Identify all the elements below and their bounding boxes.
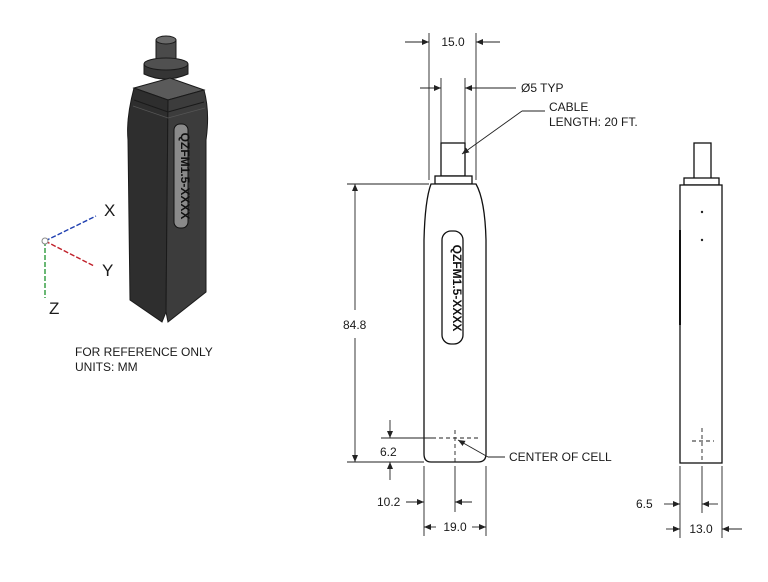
axis-triad: X Y Z — [41, 201, 115, 318]
side-dim-cell-offset: 6.5 — [636, 497, 653, 511]
x-axis-label: X — [104, 201, 115, 220]
side-mark-2 — [700, 238, 704, 242]
side-view: 6.5 13.0 — [636, 142, 742, 538]
x-axis-line — [44, 215, 97, 242]
dim-height: 84.8 — [343, 318, 367, 332]
isometric-view: QZFM1.5-XXXX — [127, 35, 209, 323]
cable-note-line2: LENGTH: 20 FT. — [549, 115, 638, 129]
dim-cable-dia: Ø5 TYP — [521, 81, 563, 95]
dim-bottom-width: 19.0 — [443, 520, 467, 534]
side-collar — [683, 177, 720, 186]
y-axis-label: Y — [102, 261, 113, 280]
front-collar — [434, 175, 473, 185]
side-dim-width: 13.0 — [689, 522, 713, 536]
dim-top-width: 15.0 — [441, 35, 465, 49]
front-view: QZFM1.5-XXXX 15.0 Ø5 TYP CABLE LENGTH: 2… — [343, 33, 638, 536]
axis-origin — [41, 237, 49, 245]
cable-note-line1: CABLE — [549, 100, 588, 114]
front-part-label: QZFM1.5-XXXX — [450, 245, 464, 332]
dim-cell-offset-v: 6.2 — [380, 445, 397, 459]
z-axis-label: Z — [49, 299, 59, 318]
front-cable — [440, 142, 466, 177]
iso-label-plate — [173, 123, 189, 229]
units-note: UNITS: MM — [75, 360, 138, 374]
y-axis-line — [44, 240, 95, 267]
side-body — [679, 184, 723, 464]
center-of-cell-note: CENTER OF CELL — [509, 450, 612, 464]
reference-note: FOR REFERENCE ONLY — [75, 345, 213, 359]
dim-cell-offset-h: 10.2 — [377, 495, 401, 509]
side-mark-1 — [700, 210, 704, 214]
iso-part-label: QZFM1.5-XXXX — [178, 133, 192, 220]
front-label-plate — [441, 230, 464, 345]
side-cable — [693, 142, 712, 181]
